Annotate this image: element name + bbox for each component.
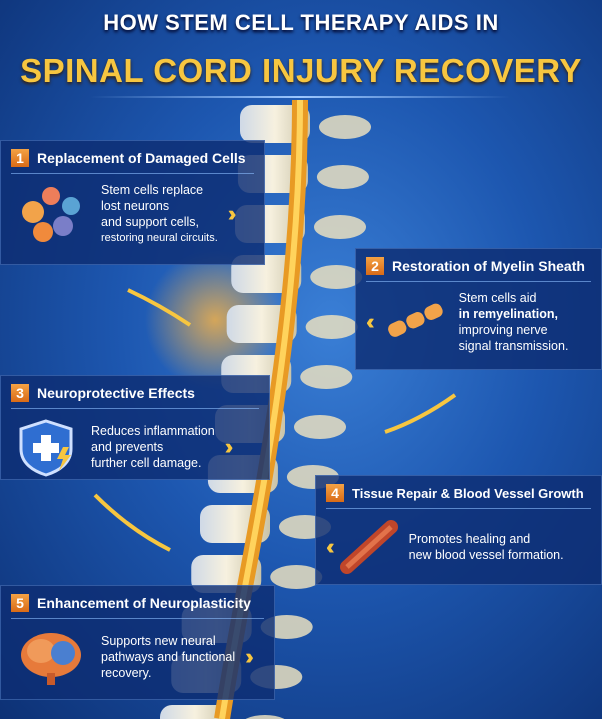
chevron-right-icon: ›› (224, 434, 233, 459)
section-title: Neuroprotective Effects (37, 385, 195, 401)
vertebra-process (305, 315, 358, 339)
brain-icon (21, 633, 81, 685)
section-2-panel: 2 Restoration of Myelin Sheath ‹‹ Stem ce… (355, 248, 602, 370)
blood-vessel-icon (339, 520, 398, 574)
chevron-right-icon: ›› (245, 644, 253, 669)
vertebra-process (314, 215, 366, 239)
number-badge: 5 (11, 594, 29, 612)
chevron-right-icon: ›› (227, 201, 236, 226)
chevron-left-icon: ‹‹ (326, 534, 334, 559)
vertebra (160, 705, 230, 719)
section-3-panel: 3 Neuroprotective Effects Reduces inflamm… (0, 375, 270, 480)
vertebra-process (316, 165, 369, 189)
vertebra-process (294, 415, 346, 439)
vertebra-process (319, 115, 371, 139)
stem-cells-icon (22, 187, 80, 242)
section-title: Tissue Repair & Blood Vessel Growth (352, 485, 584, 501)
section-1-panel: 1 Replacement of Damaged Cells Stem cells… (0, 140, 265, 265)
title-divider (90, 96, 510, 98)
section-title: Replacement of Damaged Cells (37, 150, 246, 166)
number-badge: 3 (11, 384, 29, 402)
vertebra-process (245, 715, 285, 719)
section-title: Restoration of Myelin Sheath (392, 258, 585, 274)
vertebra-process (310, 265, 363, 289)
vertebra-process (270, 565, 323, 589)
title-line-1: HOW STEM CELL THERAPY AIDS IN (103, 10, 499, 35)
number-badge: 1 (11, 149, 29, 167)
shield-icon (19, 419, 73, 477)
number-badge: 2 (366, 257, 384, 275)
vertebra-process (300, 365, 353, 389)
section-5-panel: 5 Enhancement of Neuroplasticity Supports… (0, 585, 275, 700)
section-title: Enhancement of Neuroplasticity (37, 595, 251, 611)
title-line-2: SPINAL CORD INJURY RECOVERY (20, 52, 582, 89)
myelin-sheath-icon (387, 303, 443, 337)
chevron-left-icon: ‹‹ (366, 309, 374, 334)
number-badge: 4 (326, 484, 344, 502)
